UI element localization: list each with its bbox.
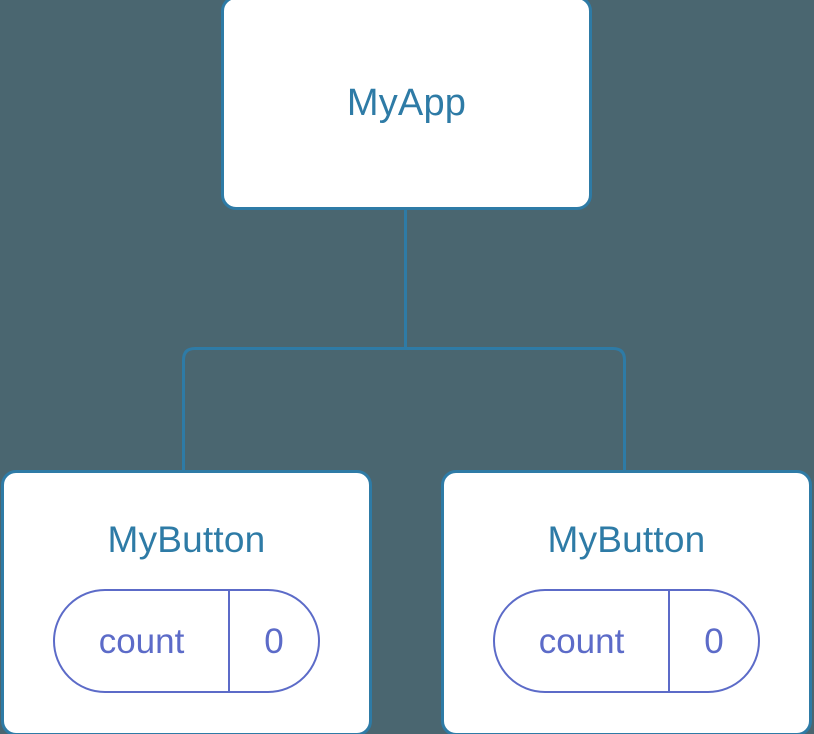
state-pill-value: 0: [264, 621, 284, 661]
node-mybutton-left[interactable]: MyButton count 0: [1, 470, 372, 734]
connector-to-right-child: [405, 347, 626, 474]
state-pill-key: count: [55, 591, 230, 691]
node-mybutton-right[interactable]: MyButton count 0: [441, 470, 812, 734]
node-myapp[interactable]: MyApp: [221, 0, 592, 210]
node-title: MyApp: [346, 82, 467, 124]
connector-to-left-child: [182, 347, 406, 474]
state-pill-key: count: [495, 591, 670, 691]
node-title: MyButton: [547, 519, 706, 560]
state-pill[interactable]: count 0: [53, 589, 320, 693]
state-pill[interactable]: count 0: [493, 589, 760, 693]
node-title: MyButton: [107, 519, 266, 560]
state-pill-value: 0: [704, 621, 724, 661]
